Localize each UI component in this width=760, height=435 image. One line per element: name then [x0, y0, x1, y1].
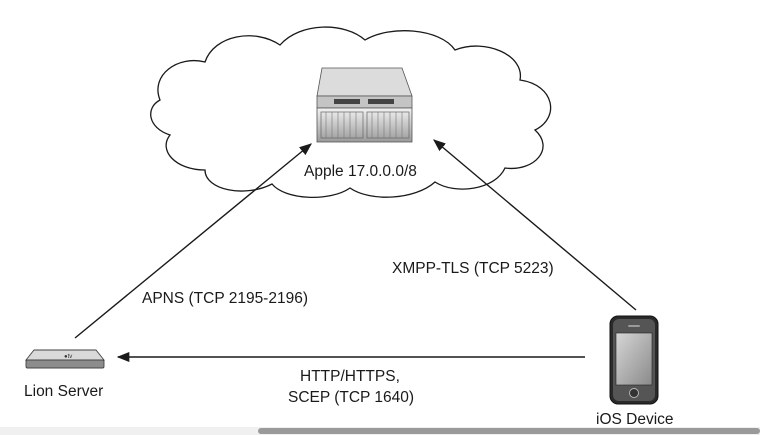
apns-arrow: [74, 143, 312, 339]
horizontal-scrollbar[interactable]: [0, 427, 760, 435]
svg-text:●tv: ●tv: [64, 354, 72, 360]
ios-device-label: iOS Device: [596, 411, 674, 428]
xmpp-arrow: [433, 139, 637, 311]
server-rack-icon: [316, 67, 413, 143]
http-label-line1: HTTP/HTTPS,: [300, 368, 400, 385]
apple-network-label: Apple 17.0.0.0/8: [304, 163, 417, 180]
lion-server-label: Lion Server: [24, 383, 103, 400]
http-label-line2: SCEP (TCP 1640): [288, 389, 414, 406]
ios-device-icon: [609, 315, 659, 405]
scrollbar-thumb[interactable]: [258, 428, 760, 434]
xmpp-label: XMPP-TLS (TCP 5223): [392, 260, 554, 277]
apns-label: APNS (TCP 2195-2196): [142, 290, 308, 307]
lion-server-icon: ●tv: [25, 349, 105, 369]
